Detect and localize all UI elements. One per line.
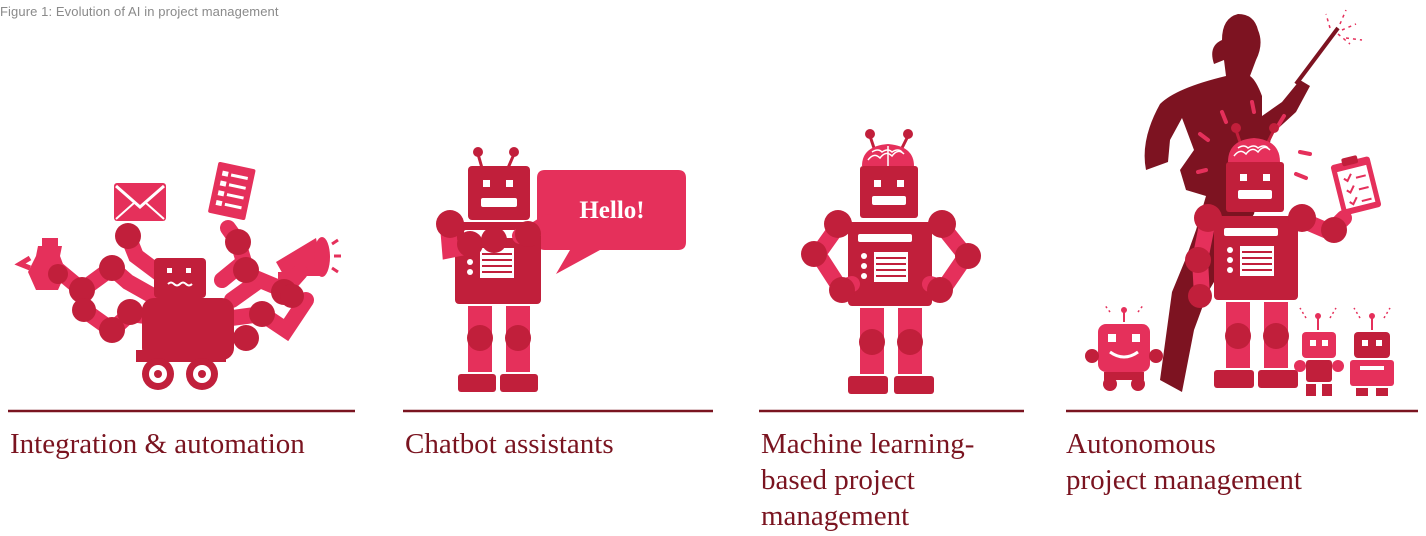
stage-1-illustration bbox=[14, 161, 341, 390]
document-icon bbox=[208, 161, 256, 220]
stage-4-label: Autonomous project management bbox=[1066, 428, 1302, 496]
stage-2-illustration: Hello! bbox=[436, 147, 686, 392]
speech-bubble-text: Hello! bbox=[579, 197, 644, 224]
small-robot-right bbox=[1350, 307, 1394, 396]
small-robot-left bbox=[1085, 303, 1163, 391]
stage-3-label: Machine learning- based project manageme… bbox=[761, 428, 975, 532]
envelope-icon bbox=[114, 183, 166, 221]
figure-caption: Figure 1: Evolution of AI in project man… bbox=[0, 4, 279, 19]
brain-icon bbox=[862, 144, 914, 166]
speech-bubble: Hello! bbox=[537, 170, 686, 274]
small-robot-middle bbox=[1294, 307, 1344, 396]
clipboard-icon bbox=[1330, 155, 1382, 216]
stage-3-illustration bbox=[801, 129, 981, 394]
stage-4-illustration bbox=[1085, 9, 1394, 396]
stage-1-label: Integration & automation bbox=[10, 428, 305, 460]
stage-2-label: Chatbot assistants bbox=[405, 428, 614, 460]
